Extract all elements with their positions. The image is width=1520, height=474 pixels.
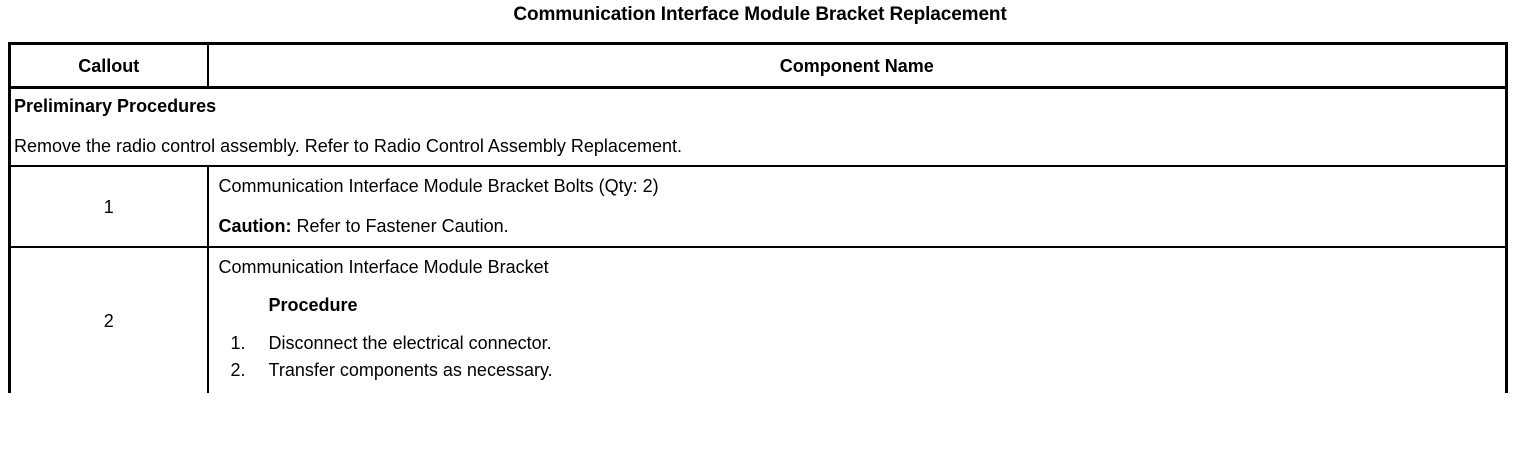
caution-note: Caution: Refer to Fastener Caution. — [219, 215, 1506, 237]
preliminary-procedures-heading: Preliminary Procedures — [14, 96, 217, 116]
preliminary-procedures-row: Preliminary Procedures Remove the radio … — [9, 87, 1507, 167]
component-cell: Communication Interface Module Bracket P… — [208, 247, 1507, 393]
step-number: 2. — [230, 360, 246, 380]
spacer — [11, 117, 1505, 135]
column-header-callout: Callout — [9, 43, 209, 89]
list-item: 1. Disconnect the electrical connector. — [219, 330, 1506, 357]
callout-number: 2 — [9, 247, 209, 393]
column-header-component-name: Component Name — [207, 43, 1507, 89]
preliminary-procedures-cell: Preliminary Procedures Remove the radio … — [9, 87, 1507, 167]
component-name: Communication Interface Module Bracket B… — [218, 176, 659, 196]
step-text: Disconnect the electrical connector. — [268, 333, 552, 353]
component-cell: Communication Interface Module Bracket B… — [207, 166, 1507, 248]
callout-number: 1 — [9, 166, 209, 248]
spacer — [219, 278, 1506, 294]
component-name: Communication Interface Module Bracket — [218, 257, 549, 277]
procedure-table: Callout Component Name Preliminary Proce… — [8, 42, 1508, 393]
table-row: 1 Communication Interface Module Bracket… — [9, 166, 1507, 248]
step-text: Transfer components as necessary. — [268, 360, 553, 380]
table-header-row: Callout Component Name — [9, 43, 1507, 89]
spacer — [219, 316, 1506, 330]
caution-text: Refer to Fastener Caution. — [296, 216, 509, 236]
list-item: 2. Transfer components as necessary. — [219, 357, 1506, 384]
caution-label: Caution: — [218, 216, 292, 236]
spacer — [219, 197, 1506, 215]
step-number: 1. — [230, 333, 246, 353]
page-title: Communication Interface Module Bracket R… — [513, 4, 1007, 25]
table-row: 2 Communication Interface Module Bracket… — [9, 247, 1507, 393]
procedure-step-list: 1. Disconnect the electrical connector. 2… — [219, 330, 1506, 384]
procedure-heading: Procedure — [268, 295, 358, 315]
preliminary-procedures-text: Remove the radio control assembly. Refer… — [14, 136, 682, 156]
